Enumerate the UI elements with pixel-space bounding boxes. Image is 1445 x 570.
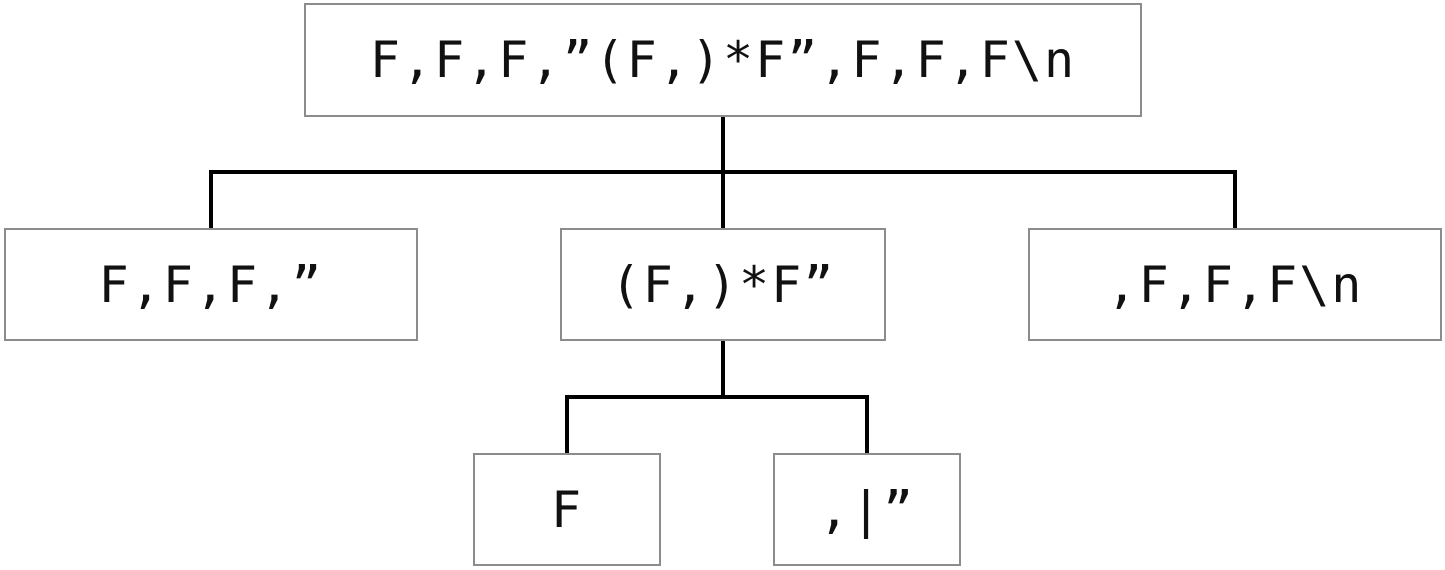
separator-leaf-node: ,|” xyxy=(773,453,961,566)
field-leaf-node: F xyxy=(473,453,661,566)
middle-child-node: (F,)*F” xyxy=(560,228,886,341)
right-child-node: ,F,F,F\n xyxy=(1028,228,1442,341)
separator-leaf-node-label: ,|” xyxy=(818,480,916,539)
middle-child-node-label: (F,)*F” xyxy=(610,255,836,314)
left-child-node: F,F,F,” xyxy=(4,228,418,341)
root-node-label: F,F,F,”(F,)*F”,F,F,F\n xyxy=(369,31,1077,89)
left-child-node-label: F,F,F,” xyxy=(98,255,324,314)
right-child-node-label: ,F,F,F\n xyxy=(1106,255,1364,314)
root-node: F,F,F,”(F,)*F”,F,F,F\n xyxy=(304,3,1142,117)
field-leaf-node-label: F xyxy=(550,480,584,539)
